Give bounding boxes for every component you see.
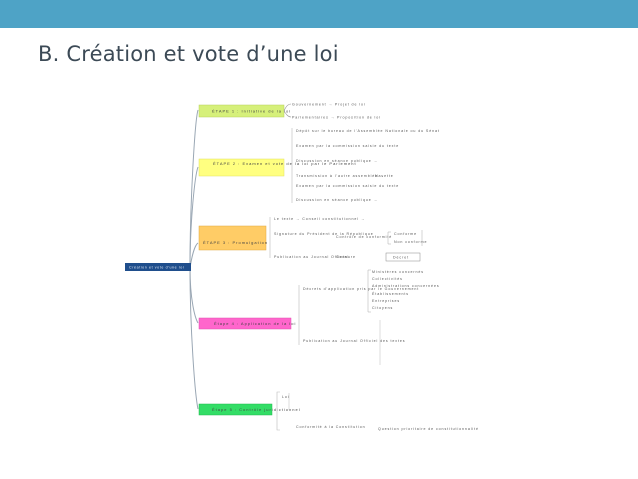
branch-4-sub-5: Entreprises (372, 299, 400, 303)
branch-3-label: ÉTAPE 3 : Promulgation (203, 240, 268, 245)
branch-3: ÉTAPE 3 : Promulgation Le texte → Consei… (198, 217, 427, 262)
branch-5-item-2: Conformité à la Constitution (296, 425, 366, 429)
branch-4-sub-1: Ministères concernés (372, 270, 424, 274)
branch-4-item-2: Publication au Journal Officiel des text… (303, 339, 405, 343)
branch-3-item-3: Publication au Journal Officiel (274, 255, 349, 259)
root-node: Création et vote d'une loi (125, 263, 191, 271)
branch-2-item-4: Transmission à l'autre assemblée → (296, 174, 384, 178)
branch-2-item-3: Discussion en séance publique → (296, 159, 378, 163)
branch-4-sub-2: Collectivités (372, 277, 403, 281)
branch-4-sub-3: Administrations concernées (372, 284, 440, 288)
top-accent-bar (0, 0, 638, 28)
branch-3-item-2: Signature du Président de la République (274, 232, 374, 236)
root-connectors (189, 109, 199, 410)
branch-3-sub-2: Conforme (394, 232, 417, 236)
branch-5: Étape 5 : Contrôle juridictionnel Loi Co… (198, 391, 479, 431)
root-label: Création et vote d'une loi (129, 266, 184, 270)
branch-4: Étape 4 : Application de la loi Décrets … (198, 269, 440, 365)
branch-2-side-note: Navette (375, 174, 394, 178)
branch-2-label: ÉTAPE 2 : Examen et vote de la loi par l… (213, 161, 357, 166)
branch-3-sub-1: Contrôle de conformité (336, 235, 392, 239)
branch-1-item-1: Gouvernement → Projet de loi (292, 103, 366, 107)
branch-1-label: ÉTAPE 1 : Initiative de la loi (212, 109, 291, 114)
branch-3-sub-5: Décret (393, 256, 409, 260)
slide-title: B. Création et vote d’une loi (38, 42, 339, 66)
branch-1-item-2: Parlementaires → Proposition de loi (292, 116, 381, 120)
branch-1: ÉTAPE 1 : Initiative de la loi Gouvernem… (198, 103, 381, 120)
branch-2: ÉTAPE 2 : Examen et vote de la loi par l… (198, 128, 440, 203)
branch-2-item-1: Dépôt sur le bureau de l'Assemblée Natio… (296, 129, 440, 133)
branch-4-sub-6: Citoyens (372, 306, 393, 310)
branch-4-label: Étape 4 : Application de la loi (214, 321, 296, 326)
branch-2-item-2: Examen par la commission saisie du texte (296, 144, 399, 148)
branch-5-item-1: Loi (282, 395, 290, 399)
branch-5-label: Étape 5 : Contrôle juridictionnel (212, 407, 301, 412)
branch-4-sub-4: Établissements (372, 291, 409, 296)
branch-5-side-note: Question prioritaire de constitutionnali… (378, 427, 479, 431)
branch-3-sub-3: Non conforme (394, 240, 427, 244)
branch-3-item-1: Le texte → Conseil constitutionnel → (274, 217, 365, 221)
branch-2-item-6: Discussion en séance publique → (296, 198, 378, 202)
branch-3-sub-4: Censure (336, 255, 356, 259)
branch-2-item-5: Examen par la commission saisie du texte (296, 184, 399, 188)
branch-4-item-1: Décrets d'application pris par le Gouver… (303, 287, 419, 291)
